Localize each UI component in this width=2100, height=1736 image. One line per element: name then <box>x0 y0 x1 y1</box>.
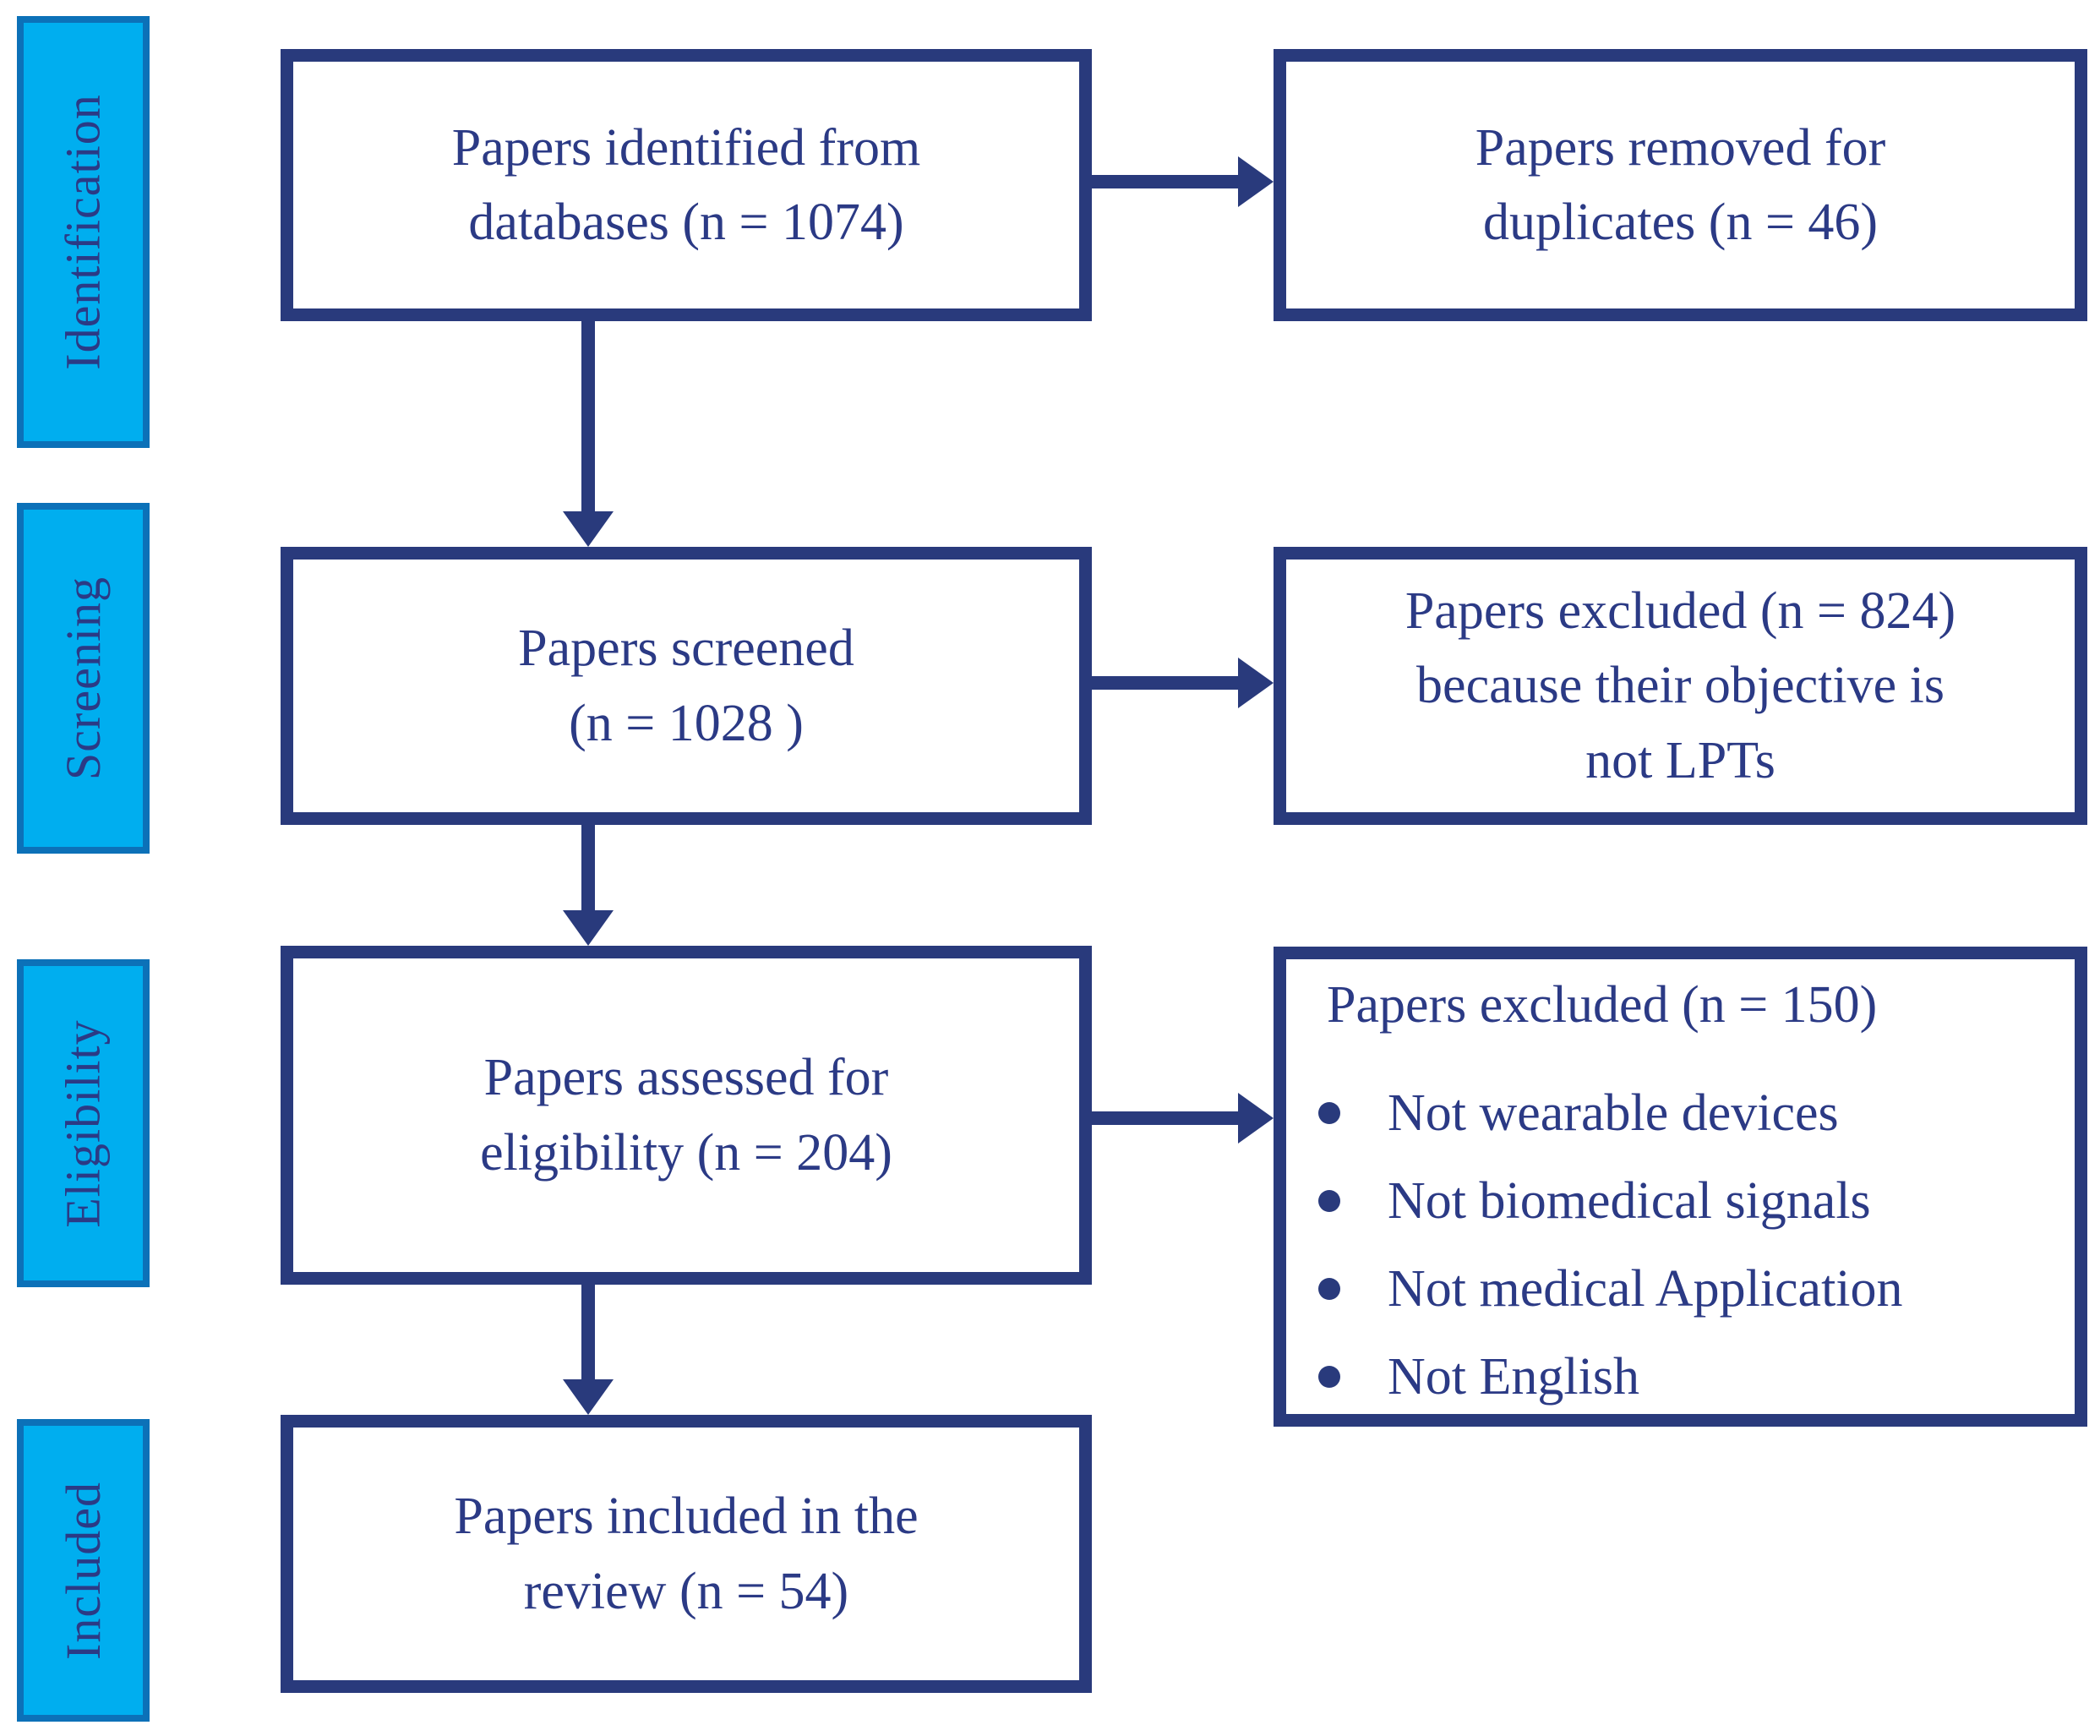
exclusion-heading: Papers excluded (n = 150) <box>1327 975 1878 1034</box>
box-papers-assessed: Papers assessed for eligibility (n = 204… <box>281 946 1092 1285</box>
arrow-head <box>1238 156 1274 207</box>
arrow-head <box>563 1379 614 1415</box>
arrow-shaft <box>581 1285 595 1379</box>
box-papers-excluded-eligibility: Papers excluded (n = 150) Not wearable d… <box>1274 947 2087 1427</box>
box-papers-included-text: Papers included in the review (n = 54) <box>454 1488 919 1620</box>
bullet-dot-icon <box>1318 1366 1340 1389</box>
arrow-shaft <box>581 825 595 910</box>
box-papers-screened-text: Papers screened (n = 1028 ) <box>518 620 854 752</box>
arrow-shaft <box>1092 676 1240 690</box>
box-papers-excluded-screening: Papers excluded (n = 824) because their … <box>1274 547 2087 825</box>
stage-label-eligibility: Eligibility <box>56 1018 112 1228</box>
box-papers-included: Papers included in the review (n = 54) <box>281 1415 1092 1693</box>
box-papers-removed-duplicates-text: Papers removed for duplicates (n = 46) <box>1475 118 1886 251</box>
arrow-shaft <box>1092 1111 1240 1125</box>
arrow-head <box>1238 1093 1274 1144</box>
exclusion-reason-list: Not wearable devices Not biomedical sign… <box>1286 1054 1903 1406</box>
box-papers-screened: Papers screened (n = 1028 ) <box>281 547 1092 825</box>
arrow-shaft <box>1092 175 1240 188</box>
exclusion-reason-item: Not English <box>1286 1348 1903 1406</box>
exclusion-reason-text: Not English <box>1388 1348 1639 1406</box>
bullet-dot-icon <box>1318 1189 1340 1212</box>
exclusion-reason-text: Not wearable devices <box>1388 1084 1839 1142</box>
box-papers-identified: Papers identified from databases (n = 10… <box>281 49 1092 321</box>
stage-label-screening: Screening <box>56 576 112 780</box>
bullet-dot-icon <box>1318 1278 1340 1301</box>
stage-label-identification: Identification <box>56 94 111 370</box>
exclusion-reason-text: Not medical Application <box>1388 1260 1903 1318</box>
exclusion-reason-item: Not medical Application <box>1286 1260 1903 1318</box>
stage-box-eligibility: Eligibility <box>17 959 150 1287</box>
exclusion-reason-item: Not biomedical signals <box>1286 1172 1903 1230</box>
arrow-head <box>1238 658 1274 708</box>
stage-box-included: Included <box>17 1419 150 1722</box>
box-papers-assessed-text: Papers assessed for eligibility (n = 204… <box>480 1049 892 1182</box>
arrow-shaft <box>581 319 595 511</box>
bullet-dot-icon <box>1318 1101 1340 1124</box>
stage-box-identification: Identification <box>17 16 150 448</box>
box-papers-excluded-screening-text: Papers excluded (n = 824) because their … <box>1405 582 1956 789</box>
arrow-head <box>563 910 614 946</box>
stage-box-screening: Screening <box>17 503 150 854</box>
box-papers-identified-text: Papers identified from databases (n = 10… <box>451 118 921 251</box>
box-papers-removed-duplicates: Papers removed for duplicates (n = 46) <box>1274 49 2087 321</box>
arrow-head <box>563 511 614 547</box>
stage-label-included: Included <box>56 1481 112 1660</box>
exclusion-reason-text: Not biomedical signals <box>1388 1171 1871 1230</box>
exclusion-reason-item: Not wearable devices <box>1286 1084 1903 1142</box>
